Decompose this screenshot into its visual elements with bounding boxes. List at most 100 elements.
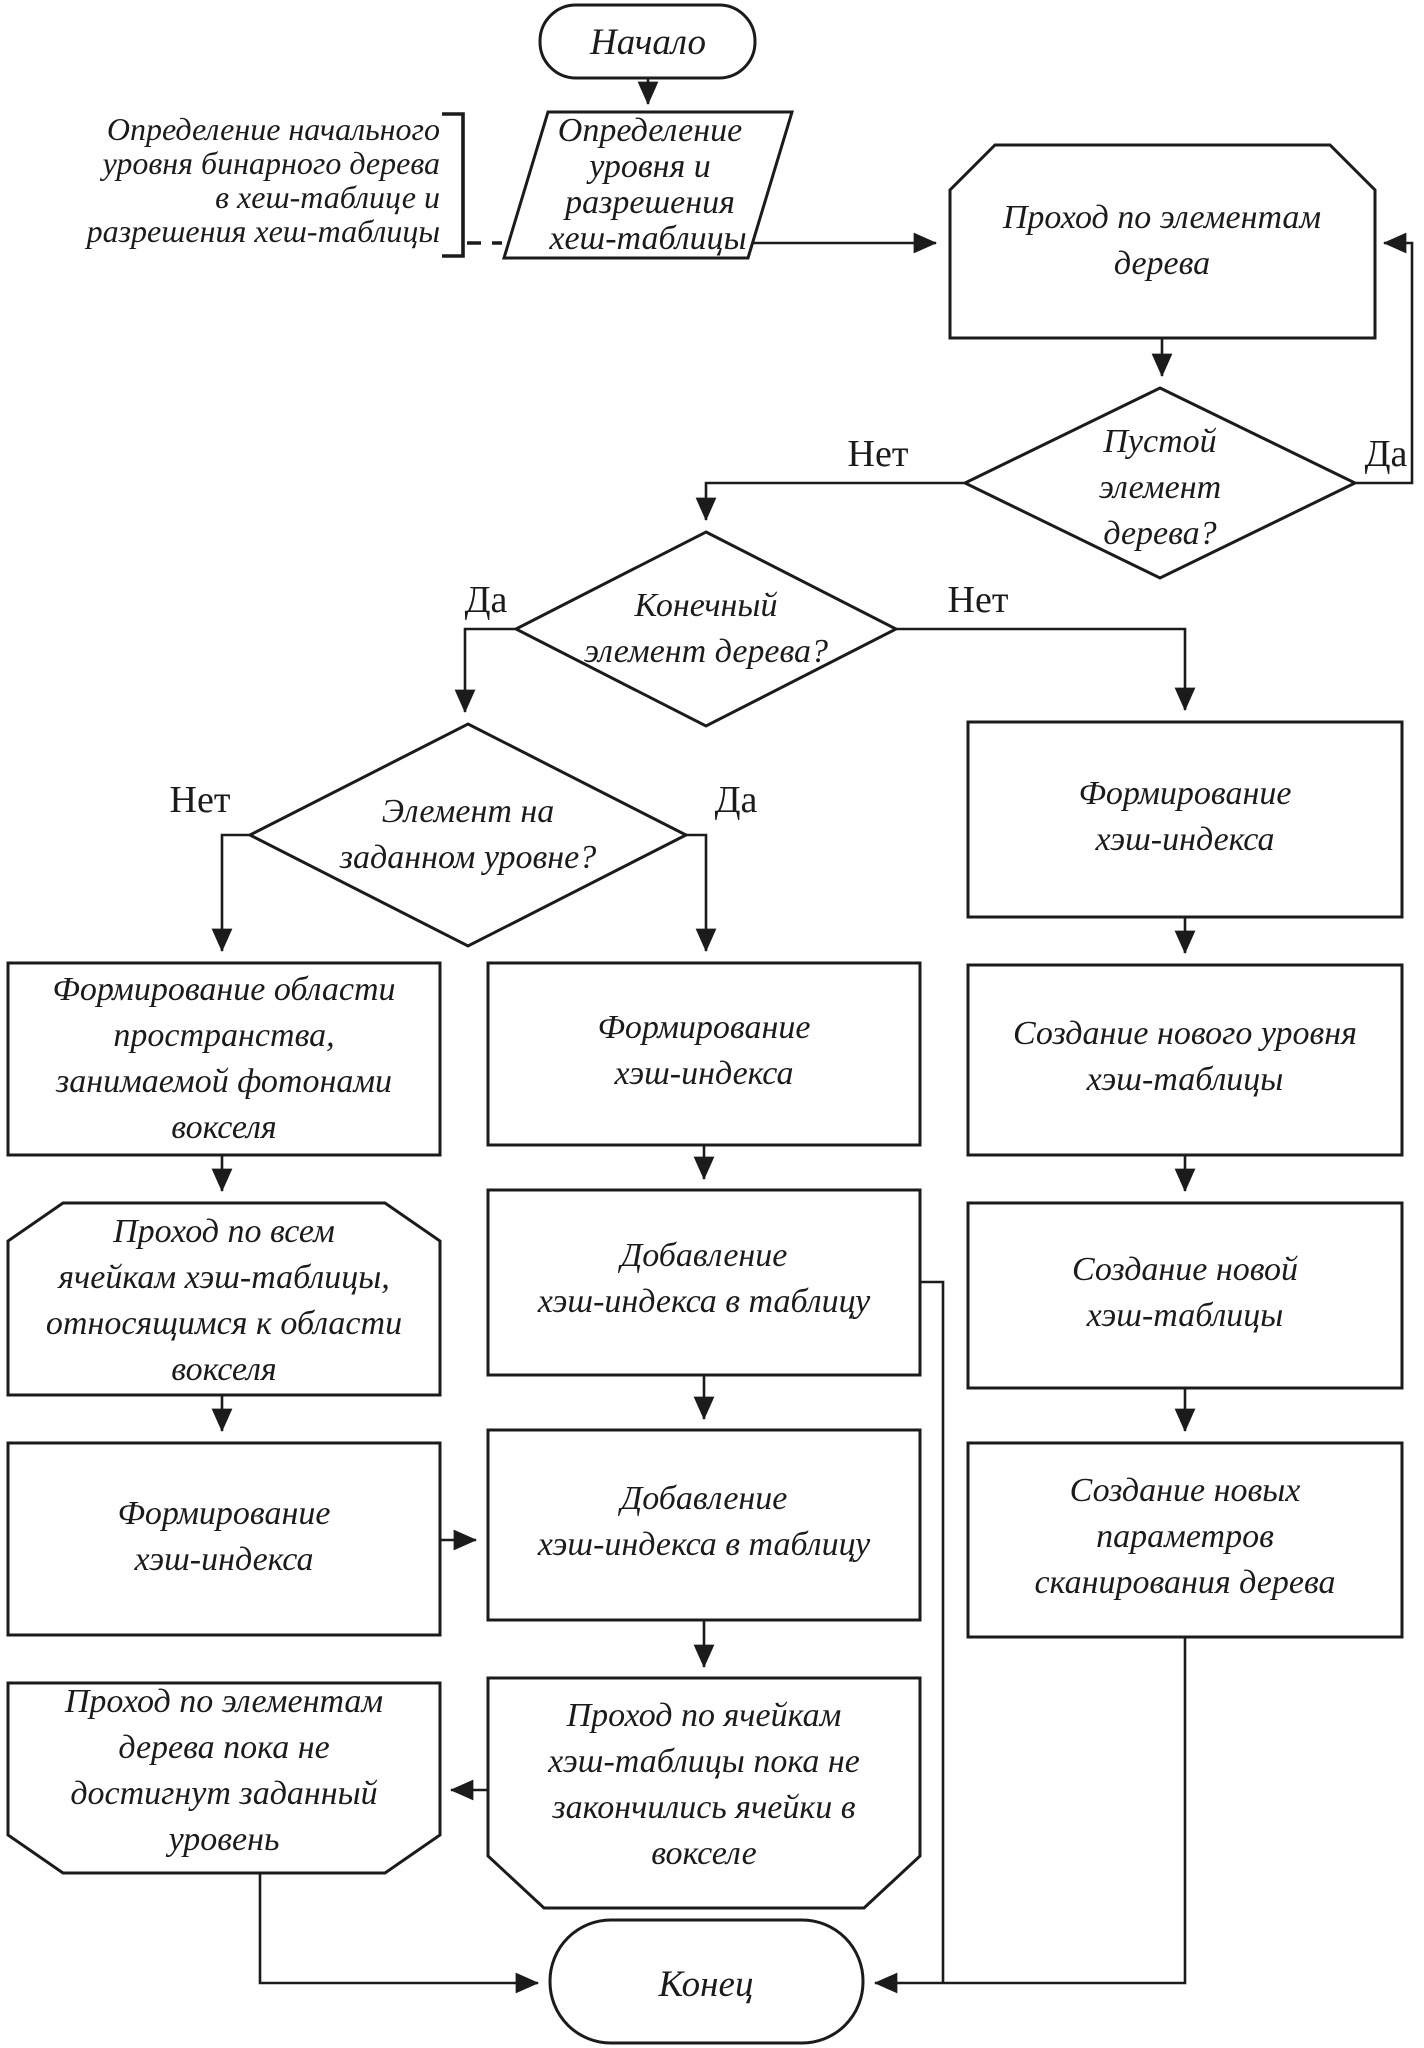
annotation-note: Определение начального уровня бинарного …: [85, 111, 465, 258]
loop-line: дерева пока не: [118, 1729, 329, 1766]
io-line: разрешения: [563, 184, 735, 221]
end-shape: [548, 1918, 865, 2045]
connector-yes-to-mid-column: [686, 833, 717, 953]
process-form-hash-index-right: Формирование хэш-индекса: [966, 720, 1404, 919]
yes-label: Да: [715, 779, 758, 821]
decision-element-on-level: Элемент на заданном уровне? Нет Да: [170, 722, 758, 948]
process-form-hash-index-left: Формирование хэш-индекса: [6, 1441, 442, 1637]
loop-line: Проход по элементам: [1002, 199, 1321, 236]
process-shape: [966, 1201, 1404, 1390]
connector-no-to-final-decision: [695, 481, 965, 522]
io-shape: [501, 110, 795, 260]
loop-line: Проход по элементам: [64, 1683, 383, 1720]
loop-line: ячейкам хэш-таблицы,: [57, 1259, 390, 1296]
process-shape: [6, 961, 442, 1157]
loop-line: Проход по ячейкам: [566, 1697, 842, 1734]
start-terminator: Начало: [538, 3, 757, 80]
loop-all-hash-cells: Проход по всем ячейкам хэш-таблицы, отно…: [6, 1201, 442, 1397]
annotation-line: Определение начального: [107, 111, 440, 147]
end-label: Конец: [658, 1964, 754, 2005]
start-label: Начало: [589, 22, 706, 63]
io-define-level: Определение уровня и разрешения хеш-табл…: [501, 110, 795, 260]
process-shape: [6, 1441, 442, 1637]
loop-line: Проход по всем: [112, 1213, 335, 1250]
decision-empty-element: Пустой элемент дерева? Нет Да: [848, 386, 1408, 580]
process-shape: [486, 1428, 922, 1622]
annotation-line: в хеш-таблице и: [215, 179, 440, 215]
decision-line: элемент дерева?: [584, 633, 828, 670]
decision-shape: [512, 530, 900, 728]
decision-shape: [961, 386, 1359, 580]
process-form-hash-index-mid: Формирование хэш-индекса: [486, 961, 922, 1147]
loop-line: дерева: [1114, 245, 1210, 282]
start-shape: [538, 3, 757, 80]
process-line: Добавление: [618, 1237, 788, 1274]
process-line: Формирование области: [52, 971, 395, 1008]
no-label: Нет: [948, 579, 1009, 621]
decision-line: заданном уровне?: [339, 839, 596, 876]
process-add-hash-index-2: Добавление хэш-индекса в таблицу: [486, 1428, 922, 1622]
process-create-new-params: Создание новых параметров сканирования д…: [966, 1441, 1404, 1639]
process-shape: [966, 1441, 1404, 1639]
process-line: хэш-индекса: [1094, 821, 1274, 858]
process-line: Формирование: [598, 1009, 811, 1046]
process-line: хэш-индекса: [133, 1541, 313, 1578]
loop-line: достигнут заданный: [70, 1775, 377, 1812]
process-shape: [966, 963, 1404, 1157]
process-line: Формирование: [118, 1495, 331, 1532]
connectors: [211, 78, 1414, 1994]
decision-line: Элемент на: [382, 793, 555, 830]
annotation-line: уровня бинарного дерева: [100, 145, 440, 181]
loop-line: уровень: [166, 1821, 280, 1858]
process-line: хэш-таблицы: [1086, 1061, 1284, 1098]
process-line: Создание новой: [1072, 1251, 1298, 1288]
loop-tree-elements: Проход по элементам дерева: [948, 143, 1377, 340]
loop-end-cells-until-empty: Проход по ячейкам хэш-таблицы пока не за…: [486, 1676, 922, 1910]
process-line: хэш-индекса: [613, 1055, 793, 1092]
connector-yes-loop-back: [1355, 232, 1414, 485]
connector-mid2-down-to-end: [920, 1280, 945, 1983]
loop-line: вокселе: [651, 1835, 757, 1872]
loop-line: относящимся к области: [46, 1305, 402, 1342]
decision-shape: [246, 722, 690, 948]
io-line: хеш-таблицы: [548, 220, 746, 257]
io-line: уровня и: [586, 148, 711, 185]
process-line: Создание новых: [1070, 1472, 1301, 1509]
connector-right4-to-end: [873, 1637, 1187, 1994]
decision-line: Пустой: [1102, 423, 1216, 460]
bracket-icon: [442, 112, 465, 258]
process-line: сканирования дерева: [1034, 1564, 1335, 1601]
no-label: Нет: [170, 779, 231, 821]
process-line: вокселя: [171, 1109, 276, 1146]
end-terminator: Конец: [548, 1918, 865, 2045]
io-line: Определение: [558, 112, 742, 149]
decision-line: дерева?: [1103, 515, 1216, 552]
loop-line: закончились ячейки в: [551, 1789, 855, 1826]
process-line: Добавление: [618, 1480, 788, 1517]
yes-label: Да: [465, 579, 508, 621]
process-line: параметров: [1096, 1518, 1274, 1555]
loop-end-tree-until-level: Проход по элементам дерева пока не дости…: [6, 1681, 442, 1875]
connector-yes-to-level-decision: [454, 627, 516, 714]
process-create-new-level: Создание нового уровня хэш-таблицы: [966, 963, 1404, 1157]
connector-left4-to-end: [258, 1873, 540, 1994]
process-line: Создание нового уровня: [1013, 1015, 1357, 1052]
loop-begin-shape: [6, 1201, 442, 1397]
process-shape: [486, 961, 922, 1147]
process-line: хэш-индекса в таблицу: [537, 1283, 871, 1320]
loop-begin-shape: [948, 143, 1377, 340]
process-shape: [966, 720, 1404, 919]
loop-end-shape: [486, 1676, 922, 1910]
process-add-hash-index-1: Добавление хэш-индекса в таблицу: [486, 1188, 922, 1377]
decision-line: Конечный: [634, 587, 778, 624]
process-create-new-table: Создание новой хэш-таблицы: [966, 1201, 1404, 1390]
loop-end-shape: [6, 1681, 442, 1875]
loop-line: вокселя: [171, 1351, 276, 1388]
process-shape: [486, 1188, 922, 1377]
loop-line: хэш-таблицы пока не: [547, 1743, 860, 1780]
process-line: пространства,: [113, 1017, 334, 1054]
decision-line: элемент: [1099, 469, 1221, 506]
yes-label: Да: [1365, 433, 1408, 475]
decision-final-element: Конечный элемент дерева? Да Нет: [465, 530, 1009, 728]
